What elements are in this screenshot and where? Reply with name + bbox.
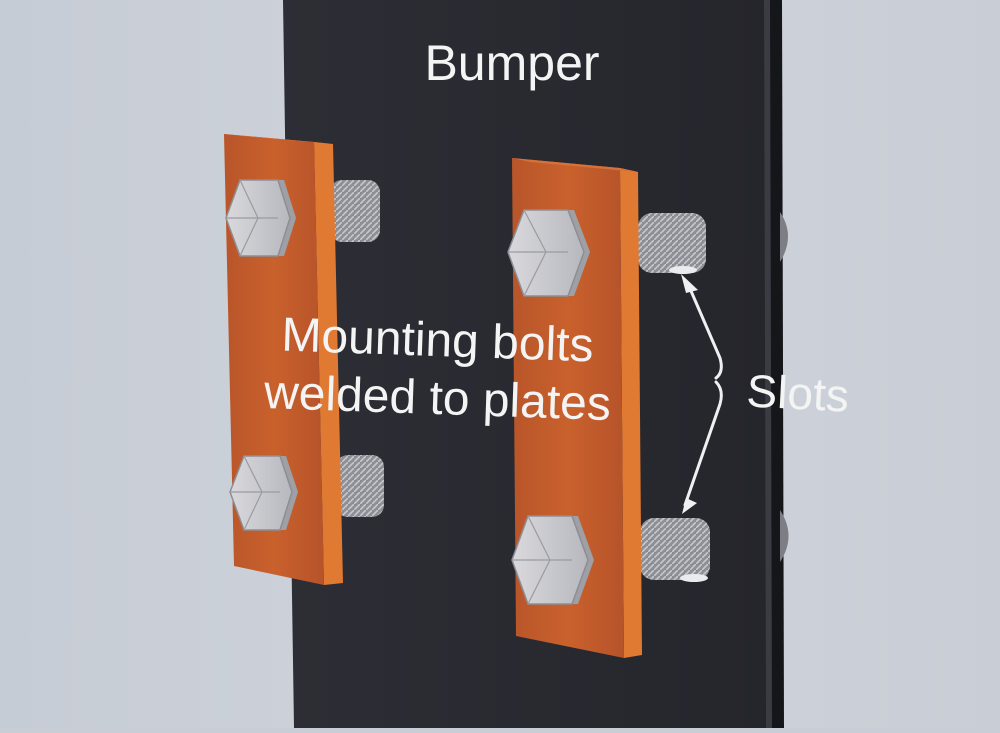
bolt-thread	[638, 213, 706, 273]
hex-bolt-head	[511, 515, 594, 605]
arrowhead-down-icon	[682, 498, 697, 514]
threaded-bolts	[330, 180, 710, 582]
hex-bolt-head	[225, 179, 296, 257]
label-slots: Slots	[745, 364, 850, 421]
bolt-thread	[336, 455, 384, 517]
hex-bolt-head	[507, 209, 590, 297]
bolt-thread	[640, 518, 710, 580]
label-mounting-bolts-line2: welded to plates	[262, 366, 612, 431]
arrowhead-up-icon	[681, 274, 698, 293]
label-bumper: Bumper	[424, 35, 599, 91]
rear-bolt-tips	[780, 212, 789, 562]
hex-bolt-head	[229, 455, 298, 531]
bolt-thread	[330, 180, 380, 242]
slot-arrows	[683, 282, 723, 507]
label-mounting-bolts-line1: Mounting bolts	[281, 309, 595, 373]
